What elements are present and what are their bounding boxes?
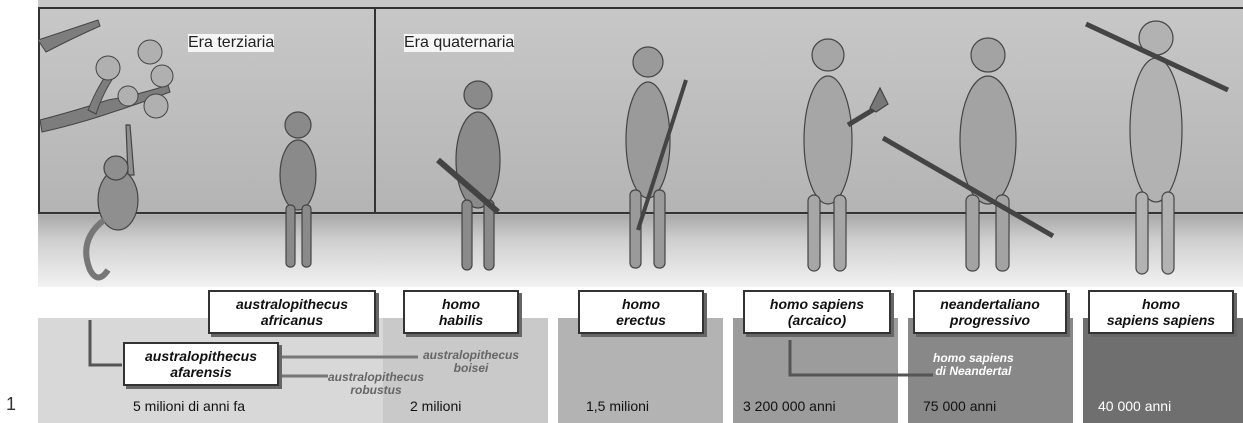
page-number: 1 xyxy=(6,394,16,415)
species-box-sapiens-sapiens: homo sapiens sapiens xyxy=(1088,290,1234,334)
branch-line2: robustus xyxy=(328,384,424,397)
branch-neandertal: homo sapiens di Neandertal xyxy=(933,352,1014,378)
species-name-line2: erectus xyxy=(586,312,696,328)
species-name-line2: habilis xyxy=(411,312,511,328)
species-box-afarensis: australopithecus afarensis xyxy=(123,342,279,386)
species-name-line1: homo sapiens xyxy=(751,296,883,312)
branch-robustus: australopithecus robustus xyxy=(328,371,424,397)
species-box-sapiens-archaic: homo sapiens (arcaico) xyxy=(743,290,891,334)
evolution-illustration: Era terziaria Era quaternaria australopi… xyxy=(38,0,1243,423)
branch-line2: di Neandertal xyxy=(933,365,1014,378)
species-name-line2: afarensis xyxy=(131,364,271,380)
species-name-line2: progressivo xyxy=(921,312,1059,328)
species-name-line1: australopithecus xyxy=(131,348,271,364)
time-label-4: 3 200 000 anni xyxy=(743,398,836,414)
species-box-habilis: homo habilis xyxy=(403,290,519,334)
species-box-africanus: australopithecus africanus xyxy=(208,290,376,334)
species-name-line1: homo xyxy=(1096,296,1226,312)
time-label-3: 1,5 milioni xyxy=(586,398,649,414)
species-name-line1: australopithecus xyxy=(216,296,368,312)
species-box-erectus: homo erectus xyxy=(578,290,704,334)
branch-line2: boisei xyxy=(423,362,519,375)
time-label-1: 5 milioni di anni fa xyxy=(133,398,245,414)
era-tertiary-label: Era terziaria xyxy=(188,34,274,52)
species-name-line2: (arcaico) xyxy=(751,312,883,328)
species-name-line2: africanus xyxy=(216,312,368,328)
species-box-neanderthal-progressive: neandertaliano progressivo xyxy=(913,290,1067,334)
era-quaternary-label: Era quaternaria xyxy=(404,34,514,52)
time-label-6: 40 000 anni xyxy=(1098,398,1171,414)
species-name-line1: homo xyxy=(411,296,511,312)
branch-boisei: australopithecus boisei xyxy=(423,349,519,375)
time-label-5: 75 000 anni xyxy=(923,398,996,414)
species-name-line1: neandertaliano xyxy=(921,296,1059,312)
species-name-line1: homo xyxy=(586,296,696,312)
time-label-2: 2 milioni xyxy=(410,398,461,414)
species-name-line2: sapiens sapiens xyxy=(1096,312,1226,328)
